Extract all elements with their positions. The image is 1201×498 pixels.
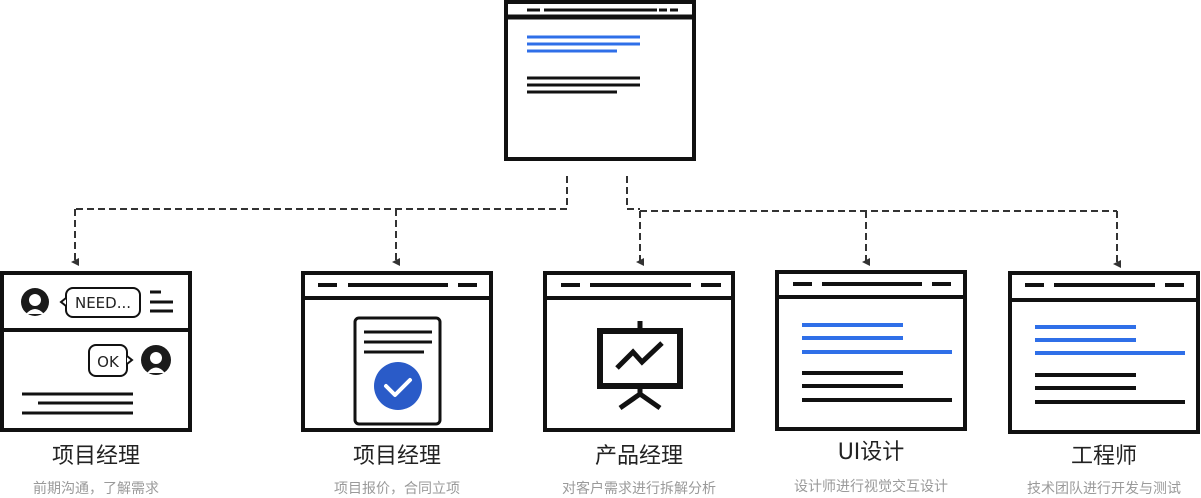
node-product-title: 产品经理 [594, 444, 683, 469]
connector-right-trunk [626, 176, 640, 210]
engineer-black-lines [1035, 373, 1185, 404]
contract-approved-icon [353, 316, 442, 426]
root-window [504, 0, 696, 161]
connector-left-trunk [75, 176, 568, 210]
node-product-desc: 对客户需求进行拆解分析 [562, 481, 716, 497]
need-bubble: NEED... [59, 287, 141, 318]
menu-lines-icon [150, 290, 173, 313]
node-engineer-window [1008, 271, 1200, 434]
node-engineer-desc: 技术团队进行开发与测试 [1027, 481, 1181, 497]
reply-avatar-icon [141, 345, 171, 375]
node-quote-window [301, 271, 493, 432]
node-communicate-window: NEED... OK [0, 271, 192, 432]
root-blue-lines [527, 35, 640, 53]
ok-bubble: OK [88, 344, 134, 377]
design-black-lines [802, 371, 952, 402]
node-quote-desc: 项目报价，合同立项 [334, 481, 460, 497]
ok-bubble-text: OK [97, 353, 120, 371]
design-blue-lines [802, 323, 952, 354]
node-engineer-title: 工程师 [1070, 444, 1137, 469]
node-design-window [775, 270, 967, 431]
need-bubble-text: NEED... [75, 294, 131, 312]
node-design-desc: 设计师进行视觉交互设计 [794, 479, 948, 495]
presentation-chart-icon [597, 321, 683, 411]
connectors [71, 176, 1121, 268]
node-product-window [543, 271, 735, 432]
message-lines [22, 392, 133, 415]
node-quote-title: 项目经理 [352, 444, 441, 469]
user-avatar-icon [21, 288, 49, 316]
engineer-blue-lines [1035, 325, 1185, 355]
node-communicate-title: 项目经理 [51, 444, 140, 469]
node-communicate-desc: 前期沟通，了解需求 [33, 481, 159, 497]
node-design-title: UI设计 [837, 440, 905, 465]
root-black-lines [527, 76, 640, 94]
